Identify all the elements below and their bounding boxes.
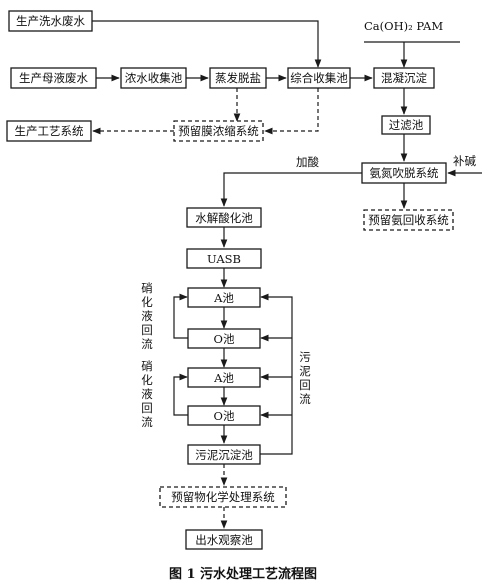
node-coag-sed-label: 混凝沉淀 <box>381 71 427 85</box>
node-hydrolysis-label: 水解酸化池 <box>195 211 253 225</box>
add-alkali-label: 补碱 <box>453 154 476 168</box>
node-uasb-label: UASB <box>207 252 241 266</box>
node-prod-process-label: 生产工艺系统 <box>15 124 84 138</box>
figure-caption: 图 1 污水处理工艺流程图 <box>169 566 317 582</box>
node-a-pool-2-label: A池 <box>213 371 234 385</box>
comp-to-membrane-line <box>264 88 319 135</box>
node-o-pool-2: O池 <box>187 405 261 426</box>
ammonia-to-hydrolysis-line <box>220 172 362 207</box>
node-coag-sed: 混凝沉淀 <box>373 67 435 89</box>
node-filter-pool-label: 过滤池 <box>389 118 424 132</box>
node-reserve-ammonia-label: 预留氨回收系统 <box>368 213 449 227</box>
node-o-pool-1: O池 <box>187 328 261 349</box>
nitrate-reflux-1-line <box>173 293 188 339</box>
node-mother-liquor: 生产母液废水 <box>10 67 97 89</box>
node-mother-liquor-label: 生产母液废水 <box>19 71 88 85</box>
chemicals-text: Ca(OH)₂ PAM <box>364 19 443 33</box>
node-comp-collect-label: 综合收集池 <box>290 71 348 85</box>
node-outlet-label: 出水观察池 <box>195 533 253 547</box>
node-ammonia-strip: 氨氮吹脱系统 <box>361 162 447 184</box>
add-acid-text: 加酸 <box>296 155 319 169</box>
node-wash-water-label: 生产洗水废水 <box>16 14 85 28</box>
node-o-pool-1-label: O池 <box>214 332 235 346</box>
node-sludge-sed-label: 污泥沉淀池 <box>195 448 253 462</box>
node-conc-collect-label: 浓水收集池 <box>125 71 183 85</box>
nitrate-reflux-2-line <box>173 373 188 416</box>
node-o-pool-2-label: O池 <box>214 409 235 423</box>
chemicals-label: Ca(OH)₂ PAM <box>364 19 443 33</box>
node-evap-desalt-label: 蒸发脱盐 <box>215 71 261 85</box>
node-reserve-membrane-label: 预留膜浓缩系统 <box>178 124 259 138</box>
node-wash-water: 生产洗水废水 <box>8 10 93 32</box>
node-reserve-physchem-label: 预留物化学处理系统 <box>171 490 275 504</box>
node-a-pool-1: A池 <box>187 287 261 308</box>
node-reserve-physchem: 预留物化学处理系统 <box>159 486 287 508</box>
node-reserve-membrane: 预留膜浓缩系统 <box>173 120 264 142</box>
sludge-reflux-main-line <box>260 293 293 455</box>
add-alkali-text: 补碱 <box>453 154 476 168</box>
sludge-reflux-label: 污泥回流 <box>299 350 311 406</box>
node-hydrolysis: 水解酸化池 <box>186 207 262 228</box>
add-acid-label: 加酸 <box>296 155 319 169</box>
node-evap-desalt: 蒸发脱盐 <box>209 67 267 89</box>
node-ammonia-strip-label: 氨氮吹脱系统 <box>370 166 439 180</box>
node-sludge-sed: 污泥沉淀池 <box>187 444 261 465</box>
wash-to-comp-line <box>92 20 322 68</box>
node-filter-pool: 过滤池 <box>381 115 431 135</box>
node-reserve-ammonia: 预留氨回收系统 <box>363 209 454 231</box>
nitrate-reflux-2-label: 硝化液回流 <box>141 359 153 429</box>
nitrate-reflux-1-label: 硝化液回流 <box>141 281 153 351</box>
connectors <box>92 20 482 529</box>
node-comp-collect: 综合收集池 <box>287 67 351 89</box>
node-a-pool-1-label: A池 <box>213 291 234 305</box>
node-prod-process: 生产工艺系统 <box>6 120 92 142</box>
node-conc-collect: 浓水收集池 <box>120 67 187 89</box>
node-a-pool-2: A池 <box>187 367 261 388</box>
node-outlet: 出水观察池 <box>185 529 263 550</box>
node-uasb: UASB <box>186 248 262 269</box>
